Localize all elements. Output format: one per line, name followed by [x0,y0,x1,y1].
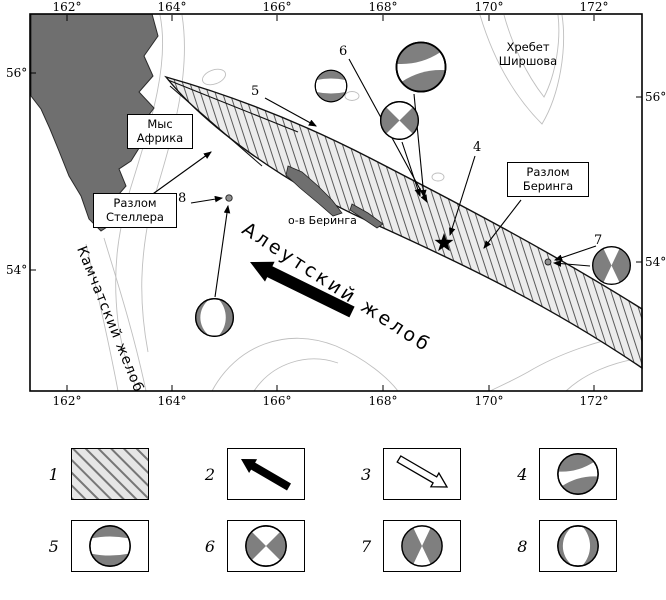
deformation-zone-hatch-icon [71,449,148,499]
legend-number: 1 [48,464,59,484]
epicenter-star [434,233,454,252]
label-shirshov-ridge: Хребет Ширшова [498,40,558,69]
axis-label: 54° [645,255,666,269]
legend-number: 3 [361,464,372,484]
legend-item-7: 7 [361,520,462,572]
axis-label: 166° [262,0,292,14]
legend-number: 5 [48,536,59,556]
axis-label: 172° [579,394,609,408]
map-canvas [29,13,643,392]
axis-label: 162° [52,0,82,14]
axis-label: 166° [262,394,292,408]
legend-number: 6 [204,536,215,556]
focal-mechanism-icon-5 [88,525,131,567]
focal-mechanism-icon-6 [245,525,287,567]
legend-symbol-mechanism-4 [539,448,618,500]
focal-mechanism-ball-6-large [395,41,447,93]
legend-item-8: 8 [517,520,618,572]
legend-number: 4 [517,464,528,484]
legend-item-3: 3 [361,448,462,500]
legend-item-2: 2 [205,448,305,500]
axis-label: 172° [579,0,609,14]
legend-item-4: 4 [517,448,618,500]
legend-number: 7 [361,536,372,556]
map-frame [29,13,643,392]
axis-label: 170° [474,394,504,408]
legend-number: 2 [204,464,215,484]
focal-mechanism-icon-4 [557,453,600,495]
commander-islands [285,165,384,229]
event-number-5: 5 [251,84,260,99]
axis-label: 56° [6,66,28,80]
bathymetry-contours [85,14,643,392]
plate-motion-arrow [250,261,355,318]
label-cape-africa: Мыс Африка [127,114,193,149]
focal-mechanism-ball-5 [314,69,348,103]
axis-label: 54° [6,263,28,277]
axis-label: 164° [157,394,187,408]
legend-symbol-mechanism-8 [539,520,618,572]
axis-label: 170° [474,0,504,14]
solid-arrow-icon [241,459,291,491]
legend-symbol-mechanism-5 [70,520,149,572]
legend-item-1: 1 [49,448,149,500]
legend-symbol-hatch [70,448,149,500]
focal-mechanism-icon-7 [401,525,444,567]
event-number-4: 4 [473,140,482,155]
axis-label: 168° [368,394,398,408]
focal-mechanism-icon-8 [557,525,600,567]
event-number-8: 8 [178,191,187,206]
axis-label: 168° [368,0,398,14]
fault-lines [167,79,299,167]
event-number-7: 7 [594,233,603,248]
legend-number: 8 [517,536,528,556]
legend-symbol-solid-arrow [227,448,305,500]
focal-mechanism-ball-8 [195,298,234,337]
legend-item-6: 6 [205,520,305,572]
label-bering-island: о-в Беринга [288,214,357,227]
open-arrow-icon [396,455,449,488]
label-bering-fault: Разлом Беринга [507,162,589,197]
label-steller-fault: Разлом Стеллера [93,193,177,228]
axis-label: 162° [52,394,82,408]
axis-label: 56° [645,90,666,104]
kamchatka-landmass [30,13,159,232]
axis-ticks [30,15,642,391]
legend-symbol-open-arrow [383,448,462,500]
axis-label: 164° [157,0,187,14]
focal-mechanism-ball-6-small [380,101,419,140]
event-number-6: 6 [339,44,348,59]
legend-symbol-mechanism-6 [227,520,305,572]
legend-symbol-mechanism-7 [383,520,462,572]
focal-mechanism-ball-7 [592,246,631,285]
legend-item-5: 5 [49,520,149,572]
epicenter-dots [225,194,552,266]
map: 162° 164° 166° 168° 170° 172° 162° 164° … [6,0,666,408]
legend: 1 2 [0,428,666,572]
